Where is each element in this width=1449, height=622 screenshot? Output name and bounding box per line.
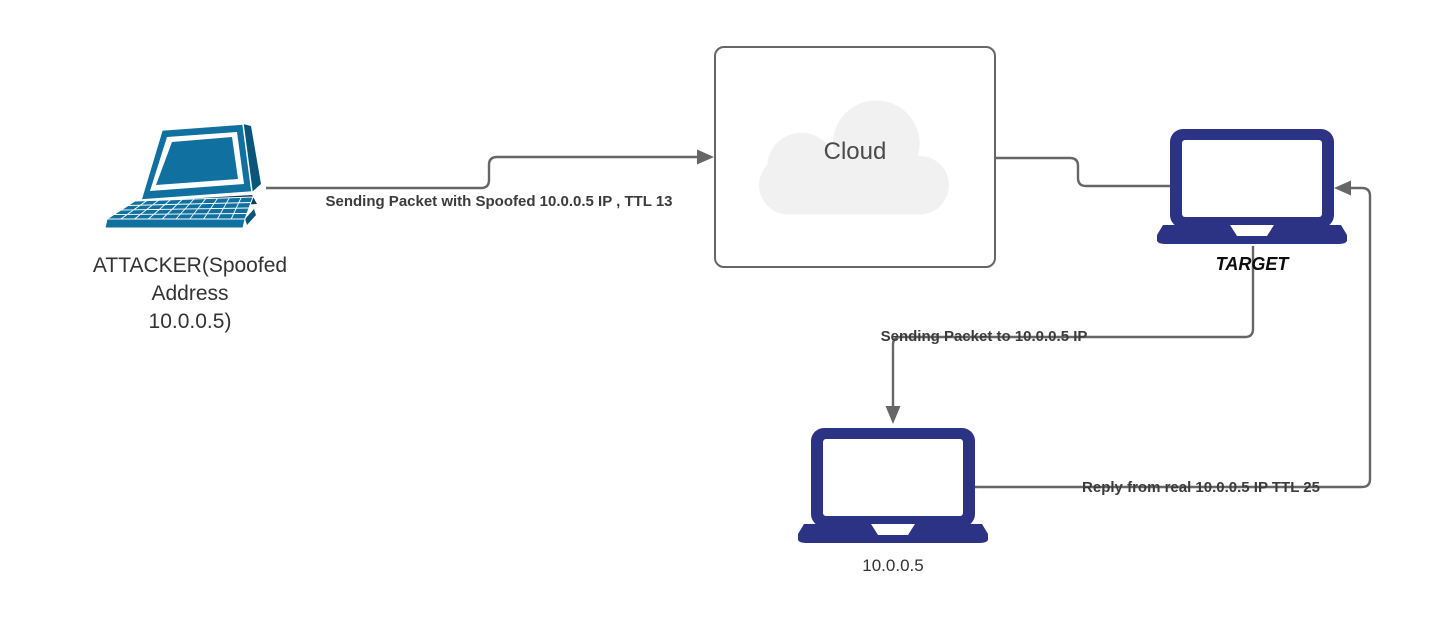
laptop-screen	[1182, 140, 1322, 217]
edge-cloud-to-target-line	[996, 156, 1174, 188]
real-host-label: 10.0.0.5	[862, 556, 924, 575]
edge-attacker-to-cloud-line	[266, 155, 697, 190]
cloud-puff	[759, 155, 949, 215]
edge-label-reply: Reply from real 10.0.0.5 IP TTL 25	[1082, 479, 1320, 496]
edge-realhost-to-target-line	[973, 186, 1372, 489]
laptop-foot	[245, 209, 256, 225]
cloud-label: Cloud	[823, 138, 887, 165]
cloud-icon	[759, 100, 949, 215]
laptop-notch	[871, 524, 915, 535]
edge-target-to-realhost-arrowhead	[885, 406, 901, 424]
edge-label-spoofed-packet: Sending Packet with Spoofed 10.0.0.5 IP …	[325, 193, 673, 210]
attacker-label: ATTACKER(Spoofed Address 10.0.0.5)	[92, 254, 288, 333]
laptop-lid-edge	[243, 124, 261, 192]
edge-realhost-to-target-arrowhead	[1334, 180, 1351, 196]
laptop-keyboard-grid	[113, 197, 252, 220]
laptop-front-edge	[104, 218, 246, 229]
laptop-screen	[823, 439, 963, 516]
target-label: TARGET	[1215, 254, 1289, 274]
real-host-laptop-icon	[798, 428, 988, 543]
cloud-node: Cloud	[714, 46, 996, 268]
edge-label-sending-packet: Sending Packet to 10.0.0.5 IP	[880, 328, 1088, 345]
laptop-notch	[1230, 225, 1274, 236]
edge-attacker-to-cloud-arrowhead	[697, 149, 714, 165]
attacker-laptop-icon	[104, 123, 261, 229]
laptop-screen	[156, 137, 238, 185]
edge-target-to-realhost-line	[891, 246, 1255, 406]
target-laptop-icon	[1157, 129, 1347, 244]
